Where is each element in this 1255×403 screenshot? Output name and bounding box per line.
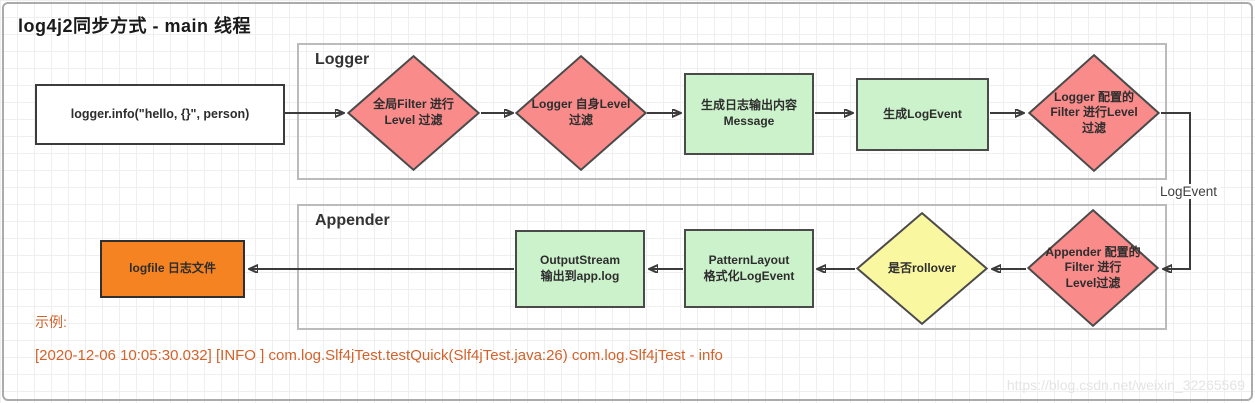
- logfile-label: logfile 日志文件: [129, 261, 216, 276]
- logger-group: Logger: [297, 43, 1167, 180]
- rollover-decision: 是否rollover: [856, 212, 988, 325]
- diamond-shape-icon: [1028, 54, 1160, 172]
- appender-group-label: Appender: [315, 212, 390, 229]
- diamond-shape-icon: [515, 55, 647, 171]
- output-stream-node: OutputStream 输出到app.log: [515, 230, 645, 308]
- pattern-layout-label: PatternLayout 格式化LogEvent: [703, 252, 795, 283]
- example-label: 示例:: [35, 314, 67, 330]
- logger-call-label: logger.info("hello, {}", person): [70, 107, 250, 122]
- build-logevent-label: 生成LogEvent: [883, 106, 962, 121]
- diamond-shape-icon: [347, 55, 480, 171]
- logevent-connector-label: LogEvent: [1157, 184, 1221, 199]
- global-filter-label: 全局Filter 进行 Level 过滤: [373, 97, 454, 127]
- build-message-node: 生成日志输出内容 Message: [684, 73, 814, 155]
- appender-config-filter-label: Appender 配置的 Filter 进行 Level过滤: [1045, 244, 1141, 290]
- watermark: https://blog.csdn.net/weixin_32265569: [1006, 377, 1245, 393]
- example-log-line: [2020-12-06 10:05:30.032] [INFO ] com.lo…: [35, 347, 723, 364]
- rollover-label: 是否rollover: [887, 260, 957, 275]
- build-logevent-node: 生成LogEvent: [856, 78, 989, 151]
- output-stream-label: OutputStream 输出到app.log: [539, 253, 620, 283]
- diamond-shape-icon: [1027, 209, 1159, 327]
- logger-level-filter-decision: Logger 自身Level 过滤: [515, 55, 647, 171]
- logger-level-filter-label: Logger 自身Level 过滤: [531, 97, 631, 127]
- logger-config-filter-decision: Logger 配置的 Filter 进行Level 过滤: [1028, 54, 1160, 172]
- logfile-node: logfile 日志文件: [100, 240, 245, 298]
- logger-config-filter-label: Logger 配置的 Filter 进行Level 过滤: [1050, 89, 1138, 135]
- appender-config-filter-decision: Appender 配置的 Filter 进行 Level过滤: [1027, 209, 1159, 327]
- pattern-layout-node: PatternLayout 格式化LogEvent: [684, 229, 814, 308]
- page-title: log4j2同步方式 - main 线程: [18, 16, 252, 36]
- diamond-shape-icon: [856, 212, 988, 325]
- logger-group-label: Logger: [315, 51, 370, 68]
- build-message-label: 生成日志输出内容 Message: [700, 98, 797, 128]
- global-filter-decision: 全局Filter 进行 Level 过滤: [347, 55, 480, 171]
- logger-call-node: logger.info("hello, {}", person): [35, 84, 285, 145]
